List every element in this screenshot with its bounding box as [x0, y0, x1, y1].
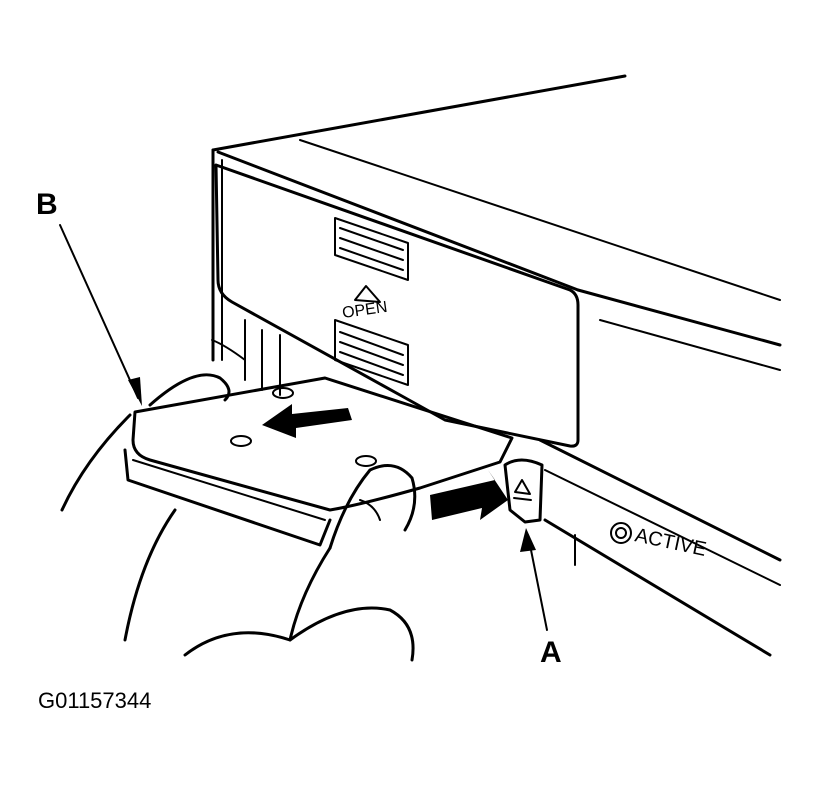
callout-a: A — [540, 636, 562, 669]
active-label: ACTIVE — [633, 524, 708, 561]
cartridge — [123, 376, 514, 547]
callout-b: B — [36, 188, 58, 221]
open-label: OPEN — [341, 299, 388, 322]
hand — [60, 373, 417, 662]
callout-leaders — [59, 224, 548, 631]
release-button — [430, 458, 544, 524]
figure-id: G01157344 — [38, 688, 152, 713]
front-door: OPEN — [214, 163, 580, 448]
active-indicator: ACTIVE — [610, 522, 708, 561]
unit-housing — [211, 74, 782, 657]
